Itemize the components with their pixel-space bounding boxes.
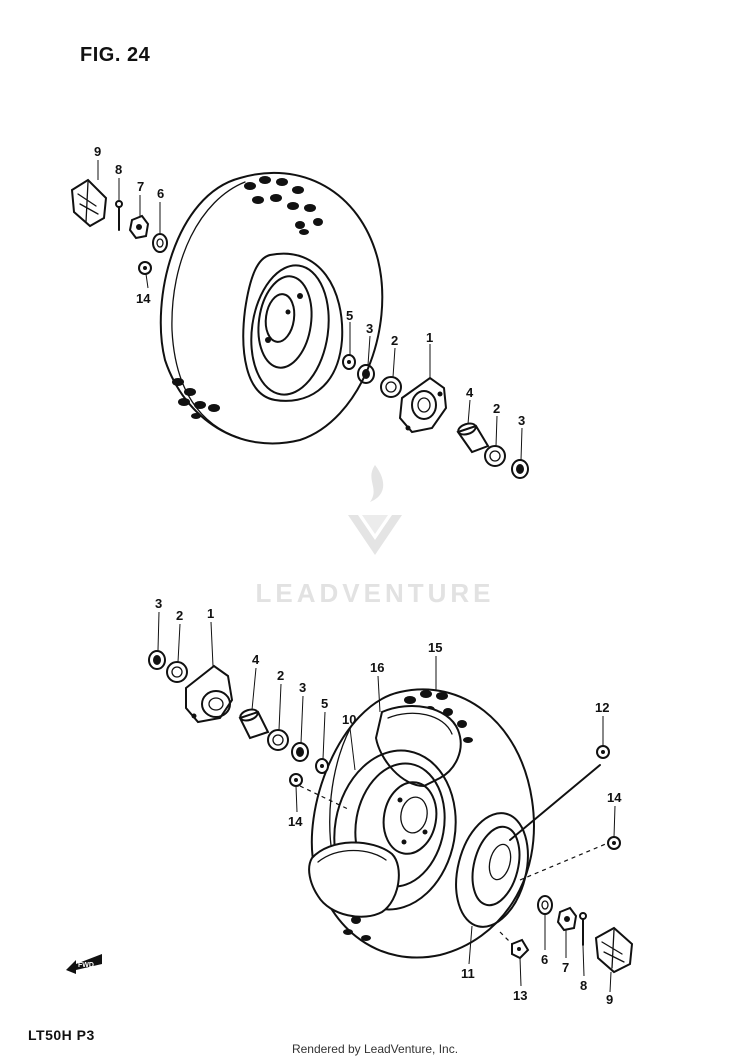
- callout-upper-4: 4: [466, 385, 474, 400]
- part-hub-upper: [398, 376, 448, 434]
- callout-upper-3b: 3: [518, 413, 525, 428]
- part-seal-lower-a: [148, 650, 166, 670]
- forward-arrow-label: FWD: [78, 962, 94, 969]
- part-sleeve-lower: [238, 708, 270, 740]
- part-washer-lower: [537, 895, 553, 915]
- part-nut-upper: [128, 214, 150, 240]
- part-bearing-lower-a: [166, 661, 188, 683]
- callout-upper-3a: 3: [366, 321, 373, 336]
- upper-rim: [242, 252, 344, 402]
- part-cap-upper: [70, 178, 108, 228]
- forward-arrow-icon: FWD: [62, 948, 108, 983]
- part-nut-lower: [556, 906, 578, 932]
- upper-tire: [159, 171, 384, 445]
- part-spacer-upper: [342, 354, 356, 370]
- callout-lower-9: 9: [606, 992, 613, 1007]
- callout-lower-2b: 2: [277, 668, 284, 683]
- callout-lower-3a: 3: [155, 596, 162, 611]
- figure-title: FIG. 24: [80, 44, 151, 66]
- part-small-nut-lower-left: [289, 773, 303, 787]
- upper-wheel-assembly: 9 8 7 6 14 5 3 2 1 4 2 3: [70, 144, 529, 479]
- callout-upper-2a: 2: [391, 333, 398, 348]
- callout-lower-11: 11: [461, 966, 475, 981]
- part-seal-upper-b: [511, 459, 529, 479]
- callout-lower-3b: 3: [299, 680, 306, 695]
- part-bearing-lower-b: [267, 729, 289, 751]
- callout-upper-9: 9: [94, 144, 101, 159]
- callout-lower-7: 7: [562, 960, 569, 975]
- part-rim-half-lower: [455, 812, 529, 928]
- part-hub-lower: [185, 664, 234, 724]
- callout-upper-1: 1: [426, 330, 433, 345]
- callout-lower-4: 4: [252, 652, 260, 667]
- callout-lower-14b: 14: [607, 790, 622, 805]
- callout-lower-16: 16: [370, 660, 384, 675]
- callout-lower-15: 15: [428, 640, 442, 655]
- part-small-nut-lower-right: [607, 836, 621, 850]
- part-bearing-upper-b: [484, 445, 506, 467]
- callout-lower-2a: 2: [176, 608, 183, 623]
- part-nut-lower-13: [511, 938, 530, 960]
- lower-wheel-assembly: 3 2 1 4 2 3 5 16 15 10 14 12 14 11 13 6 …: [148, 596, 634, 1007]
- callout-upper-5: 5: [346, 308, 353, 323]
- part-seal-upper-a: [357, 364, 375, 384]
- watermark-text: LEADVENTURE: [255, 578, 495, 608]
- part-tube-lower-half: [308, 841, 400, 918]
- callout-upper-8: 8: [115, 162, 122, 177]
- part-sleeve-upper: [456, 422, 490, 454]
- callout-lower-10: 10: [342, 712, 356, 727]
- model-code: LT50H P3: [28, 1027, 95, 1043]
- part-tube-upper-half: [374, 705, 462, 788]
- callout-lower-6: 6: [541, 952, 548, 967]
- part-seal-lower-b: [291, 742, 309, 762]
- part-bearing-upper-a: [380, 376, 402, 398]
- part-cap-lower: [594, 926, 634, 974]
- part-cotter-pin-lower: [579, 912, 587, 946]
- part-valve-stem: [509, 745, 610, 841]
- part-cotter-pin-upper: [115, 200, 123, 231]
- callout-lower-8: 8: [580, 978, 587, 993]
- callout-lower-14a: 14: [288, 814, 303, 829]
- part-spacer-lower: [315, 758, 329, 774]
- callout-lower-5: 5: [321, 696, 328, 711]
- watermark-logo: [340, 460, 410, 565]
- callout-upper-6: 6: [157, 186, 164, 201]
- callout-lower-1: 1: [207, 606, 214, 621]
- callout-upper-2b: 2: [493, 401, 500, 416]
- callout-upper-14: 14: [136, 291, 151, 306]
- part-washer-upper: [152, 233, 168, 253]
- render-credit: Rendered by LeadVenture, Inc.: [291, 1042, 459, 1056]
- part-small-nut-upper: [138, 261, 152, 275]
- callout-upper-7: 7: [137, 179, 144, 194]
- callout-lower-12: 12: [595, 700, 609, 715]
- callout-lower-13: 13: [513, 988, 527, 1003]
